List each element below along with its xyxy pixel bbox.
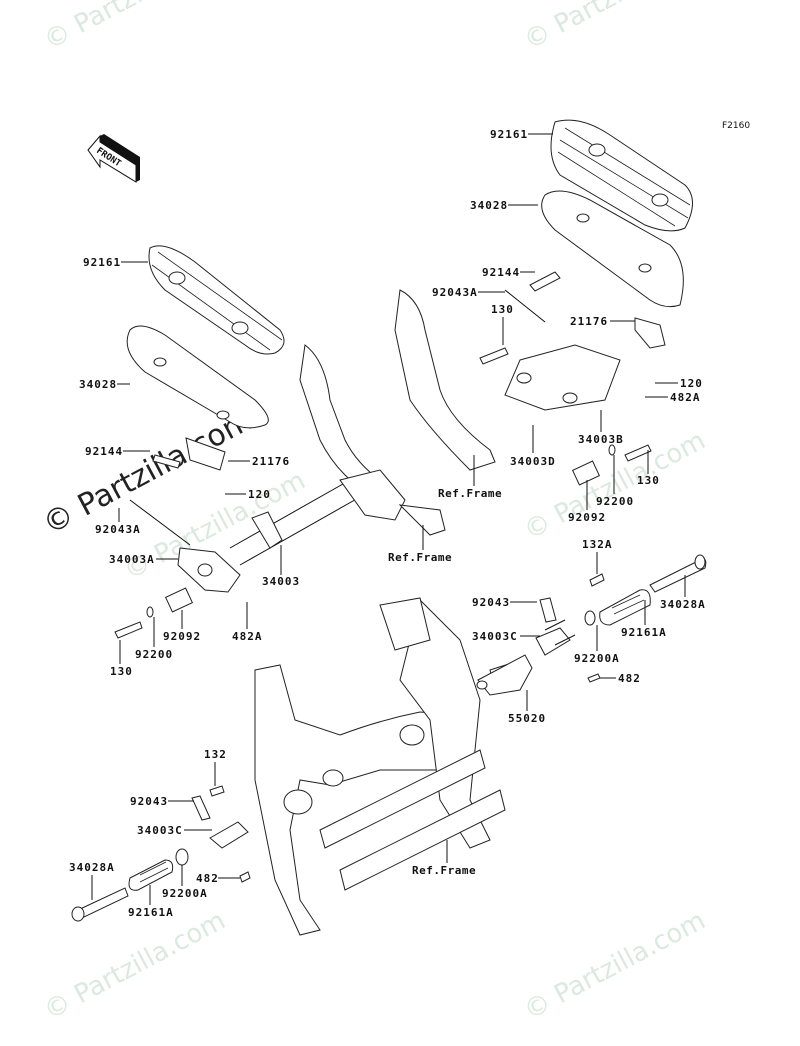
part-label: 92200A: [162, 887, 208, 900]
part-label: 92144: [85, 445, 123, 458]
watermark: © Partzilla.com: [519, 0, 710, 56]
part-label: 92043: [130, 795, 168, 808]
part-label: 92200A: [574, 652, 620, 665]
part-label: 34028: [79, 378, 117, 391]
part-label: 92043: [472, 596, 510, 609]
part-label: 130: [491, 303, 514, 316]
ref-frame-labels: Ref.Frame Ref.Frame Ref.Frame: [388, 455, 502, 877]
front-arrow-icon: FRONT: [87, 134, 140, 183]
part-label: 120: [680, 377, 703, 390]
part-label: 92144: [482, 266, 520, 279]
part-label: 34028A: [660, 598, 706, 611]
part-label: 21176: [570, 315, 608, 328]
left-floorboard-assembly: [114, 245, 446, 639]
main-frame: [254, 597, 521, 936]
figure-code: F2160: [722, 121, 750, 131]
part-label: 120: [248, 488, 271, 501]
part-label: 482A: [670, 391, 701, 404]
part-label: 92043A: [432, 286, 478, 299]
watermark: © Partzilla.com: [39, 0, 230, 56]
watermark: © Partzilla.com: [39, 905, 230, 1026]
part-label: 92092: [568, 511, 606, 524]
part-label: 92161: [490, 128, 528, 141]
part-label: 34003D: [510, 455, 556, 468]
watermark: © Partzilla.com: [519, 905, 710, 1026]
part-label: 92161A: [128, 906, 174, 919]
part-label: 21176: [252, 455, 290, 468]
part-label: 132A: [582, 538, 613, 551]
ref-frame-label: Ref.Frame: [388, 551, 452, 564]
part-label: 34003B: [578, 433, 624, 446]
left-floorboard-labels: 92161 34028 92144 21176 120 92043A 34003…: [79, 256, 300, 678]
part-label: 34003: [262, 575, 300, 588]
left-peg-assembly: [71, 785, 251, 922]
right-floorboard-labels: 92161 34028 92144 92043A 130 21176 120 4…: [432, 128, 703, 524]
part-label: 482: [196, 872, 219, 885]
left-peg-labels: 132 92043 34003C 34028A 92200A 92161A 48…: [69, 748, 240, 919]
ref-frame-label: Ref.Frame: [438, 487, 502, 500]
part-label: 482: [618, 672, 641, 685]
part-label: 34003C: [137, 824, 183, 837]
ref-frame-label: Ref.Frame: [412, 864, 476, 877]
part-label: 92161: [83, 256, 121, 269]
part-label: 55020: [508, 712, 546, 725]
part-label: 130: [110, 665, 133, 678]
part-label: 34028A: [69, 861, 115, 874]
part-label: 92161A: [621, 626, 667, 639]
part-label: 92200: [596, 495, 634, 508]
part-label: 34028: [470, 199, 508, 212]
part-label: 92200: [135, 648, 173, 661]
part-label: 92092: [163, 630, 201, 643]
right-floorboard-assembly: [394, 119, 693, 486]
right-peg-assembly: [476, 554, 707, 696]
part-label: 92043A: [95, 523, 141, 536]
right-peg-labels: 132A 92043 34003C 34028A 92161A 92200A 4…: [472, 538, 706, 725]
part-label: 482A: [232, 630, 263, 643]
part-label: 130: [637, 474, 660, 487]
part-label: 34003A: [109, 553, 155, 566]
part-label: 132: [204, 748, 227, 761]
part-label: 34003C: [472, 630, 518, 643]
